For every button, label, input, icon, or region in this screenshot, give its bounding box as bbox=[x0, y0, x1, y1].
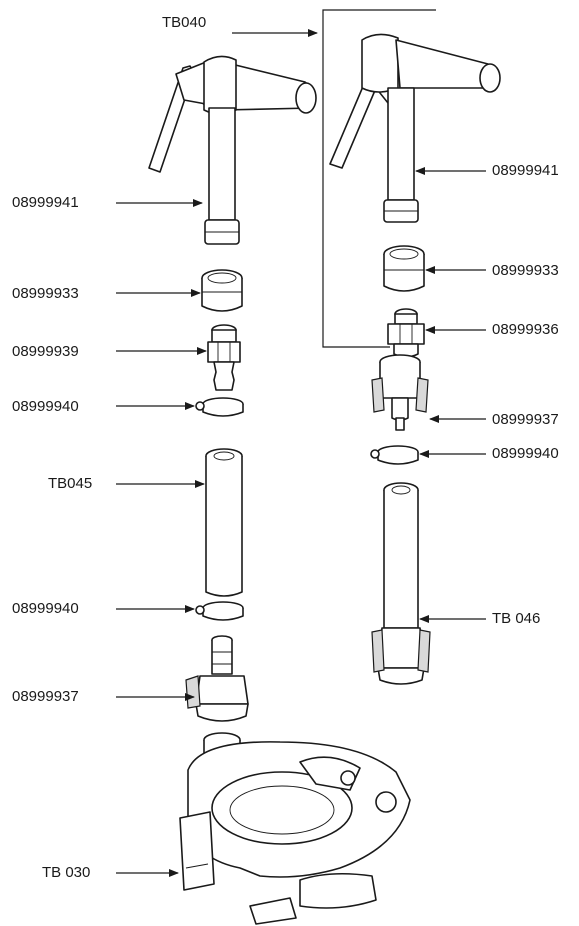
left-hose-barb bbox=[207, 324, 241, 391]
label-right-08999940: 08999940 bbox=[492, 445, 559, 462]
left-keg-coupler bbox=[185, 635, 249, 722]
label-tb040: TB040 bbox=[162, 14, 206, 31]
left-hose-clamp-lower bbox=[195, 601, 244, 621]
right-bracket bbox=[322, 9, 436, 348]
label-right-08999936: 08999936 bbox=[492, 321, 559, 338]
label-left-08999940-a: 08999940 bbox=[12, 398, 79, 415]
callouts: TB040 08999941 08999933 08999939 0899994… bbox=[12, 14, 559, 881]
label-left-08999939: 08999939 bbox=[12, 343, 79, 360]
label-left-08999941: 08999941 bbox=[12, 194, 79, 211]
left-tap-handle bbox=[148, 55, 317, 245]
left-coupling-nut bbox=[201, 269, 243, 312]
left-hose bbox=[205, 448, 243, 597]
left-valve-clamp bbox=[179, 732, 411, 925]
label-right-08999937: 08999937 bbox=[492, 411, 559, 428]
label-left-tb045: TB045 bbox=[48, 475, 92, 492]
right-keg-coupler bbox=[371, 354, 429, 431]
label-left-08999937: 08999937 bbox=[12, 688, 79, 705]
label-left-08999940-b: 08999940 bbox=[12, 600, 79, 617]
right-tap-handle bbox=[329, 33, 501, 223]
right-hose-clamp bbox=[370, 445, 419, 465]
label-right-08999933: 08999933 bbox=[492, 262, 559, 279]
label-left-08999933: 08999933 bbox=[12, 285, 79, 302]
right-adaptor bbox=[387, 308, 425, 358]
left-hose-clamp-upper bbox=[195, 397, 244, 417]
right-coupling-nut bbox=[383, 245, 425, 292]
right-hose-coupler bbox=[371, 482, 431, 685]
label-right-08999941: 08999941 bbox=[492, 162, 559, 179]
label-left-tb030: TB 030 bbox=[42, 864, 90, 881]
label-right-tb046: TB 046 bbox=[492, 610, 540, 627]
